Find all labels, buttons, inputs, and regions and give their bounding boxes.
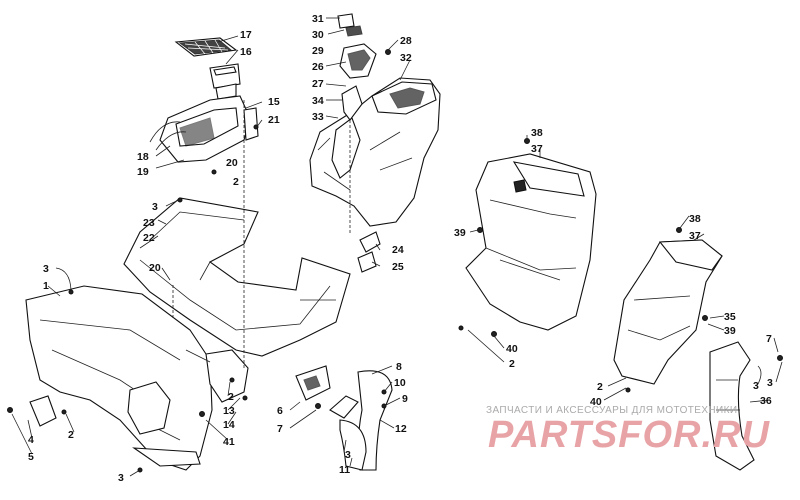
leader-lines bbox=[11, 17, 783, 477]
callout-18: 18 bbox=[137, 151, 149, 163]
callout-13: 13 bbox=[223, 405, 235, 417]
callout-labels: 17 16 15 21 18 19 20 2 31 30 29 28 26 32… bbox=[28, 13, 773, 484]
callout-22: 22 bbox=[143, 232, 155, 244]
callout-2: 2 bbox=[509, 358, 515, 370]
callout-37: 37 bbox=[531, 143, 543, 155]
callout-3: 3 bbox=[753, 380, 759, 392]
callout-2: 2 bbox=[68, 429, 74, 441]
callout-20: 20 bbox=[226, 157, 238, 169]
callout-25: 25 bbox=[392, 261, 404, 273]
callout-29: 29 bbox=[312, 45, 324, 57]
floor-pan-part bbox=[123, 197, 351, 357]
callout-12: 12 bbox=[395, 423, 407, 435]
callout-39: 39 bbox=[724, 325, 736, 337]
callout-40: 40 bbox=[506, 343, 518, 355]
callout-36: 36 bbox=[760, 395, 772, 407]
callout-23: 23 bbox=[143, 217, 155, 229]
callout-2: 2 bbox=[228, 391, 234, 403]
callout-9: 9 bbox=[402, 393, 408, 405]
callout-6: 6 bbox=[277, 405, 283, 417]
callout-33: 33 bbox=[312, 111, 324, 123]
callout-24: 24 bbox=[392, 244, 404, 256]
callout-4: 4 bbox=[28, 434, 34, 446]
callout-26: 26 bbox=[312, 61, 324, 73]
storage-grille-part bbox=[174, 37, 238, 57]
watermark-tagline: ЗАПЧАСТИ И АКСЕССУАРЫ ДЛЯ МОТОТЕХНИКИ bbox=[486, 405, 738, 416]
callout-2: 2 bbox=[597, 381, 603, 393]
callout-41: 41 bbox=[223, 436, 235, 448]
callout-3: 3 bbox=[767, 377, 773, 389]
callout-38: 38 bbox=[689, 213, 701, 225]
callout-37: 37 bbox=[689, 230, 701, 242]
callout-3: 3 bbox=[345, 449, 351, 461]
callout-32: 32 bbox=[400, 52, 412, 64]
callout-7: 7 bbox=[766, 333, 772, 345]
callout-16: 16 bbox=[240, 46, 252, 58]
callout-3: 3 bbox=[152, 201, 158, 213]
callout-21: 21 bbox=[268, 114, 280, 126]
callout-38: 38 bbox=[531, 127, 543, 139]
callout-1: 1 bbox=[43, 280, 49, 292]
callout-10: 10 bbox=[394, 377, 406, 389]
side-bracket-part bbox=[205, 349, 331, 403]
console-part bbox=[309, 77, 441, 227]
front-panel-part bbox=[25, 285, 213, 471]
callout-19: 19 bbox=[137, 166, 149, 178]
callout-17: 17 bbox=[240, 29, 252, 41]
callout-34: 34 bbox=[312, 95, 324, 107]
callout-27: 27 bbox=[312, 78, 324, 90]
callout-7: 7 bbox=[277, 423, 283, 435]
callout-31: 31 bbox=[312, 13, 324, 25]
right-side-panel-part bbox=[613, 239, 723, 385]
callout-14: 14 bbox=[223, 419, 235, 431]
console-bracket-part bbox=[357, 231, 381, 273]
callout-15: 15 bbox=[268, 96, 280, 108]
fasteners bbox=[7, 49, 783, 473]
storage-basket-part bbox=[149, 95, 259, 163]
cup-holder-part bbox=[209, 63, 241, 100]
callout-40: 40 bbox=[590, 396, 602, 408]
callout-20: 20 bbox=[149, 262, 161, 274]
callout-3: 3 bbox=[118, 472, 124, 484]
left-side-panel-part bbox=[465, 153, 597, 331]
callout-5: 5 bbox=[28, 451, 34, 463]
watermark-logo: PARTSFOR.RU bbox=[488, 414, 770, 456]
callout-35: 35 bbox=[724, 311, 736, 323]
callout-2: 2 bbox=[233, 176, 239, 188]
callout-3: 3 bbox=[43, 263, 49, 275]
callout-39: 39 bbox=[454, 227, 466, 239]
rear-fender-part bbox=[709, 341, 755, 471]
callout-11: 11 bbox=[339, 464, 350, 476]
callout-30: 30 bbox=[312, 29, 324, 41]
shifter-boot-part bbox=[337, 13, 377, 79]
callout-8: 8 bbox=[396, 361, 402, 373]
callout-28: 28 bbox=[400, 35, 412, 47]
fender-part bbox=[329, 370, 393, 471]
